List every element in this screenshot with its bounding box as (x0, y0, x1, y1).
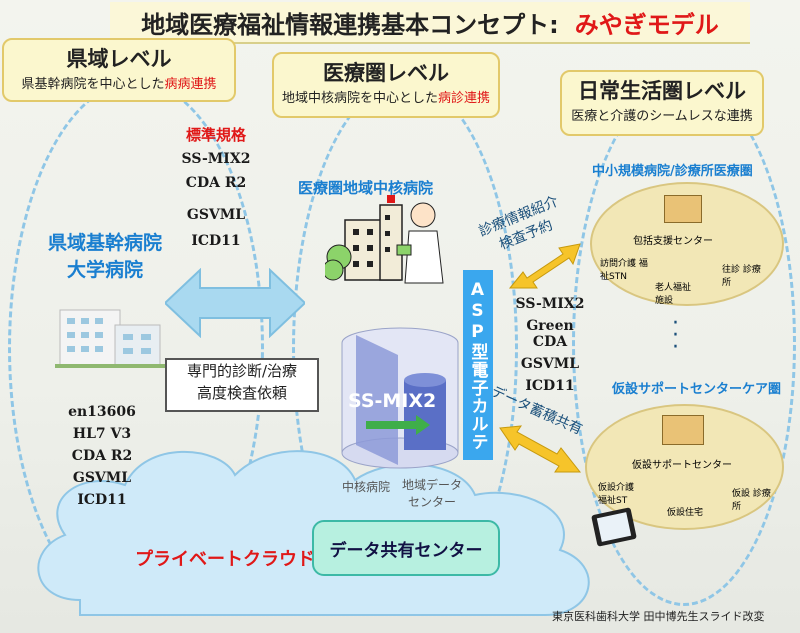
circle2-bottom: 仮設住宅 (667, 508, 704, 518)
standard-item: HL7 V3 (72, 426, 132, 442)
specialist-line1: 専門的診断/治療 (186, 362, 298, 380)
double-arrow-left (165, 268, 305, 338)
title-accent: みやぎモデル (574, 10, 719, 39)
small-clinic-area-label: 中小規模病院/診療所医療圏 (592, 164, 753, 179)
standard-item: CDA R2 (71, 448, 133, 464)
data-sharing-arrow (499, 425, 582, 473)
prefecture-hospital-label: 県域基幹病院 大学病院 (30, 228, 180, 282)
prefecture-hospital-line2: 大学病院 (66, 259, 143, 281)
level-heading: 医療圏レベル (323, 61, 449, 85)
tablet-icon (591, 507, 637, 547)
level-heading: 県域レベル (66, 47, 172, 71)
private-cloud-label: プライベートクラウド (135, 549, 315, 570)
level-box-daily-life: 日常生活圏レベル 医療と介護のシームレスな連携 (560, 70, 764, 136)
ssmix-database (341, 327, 459, 469)
standard-item: GSVML (72, 470, 132, 486)
level-sub-red: 病病連携 (164, 77, 217, 92)
level-sub: 県基幹病院を中心とした (21, 77, 165, 92)
standard-item: ICD11 (525, 378, 575, 394)
standard-item: CDA R2 (185, 175, 247, 191)
regional-core-hospital-label: 医療圏地域中核病院 (298, 179, 434, 197)
temp-support-area-label: 仮設サポートセンターケア圏 (612, 382, 782, 397)
referral-arrow (508, 243, 581, 289)
standards-top: 標準規格 SS-MIX2 CDA R2 GSVML ICD11 (176, 124, 256, 249)
ssmix-label: SS-MIX2 (348, 390, 437, 412)
ellipsis-dots: ··· (672, 311, 679, 360)
standards-title: 標準規格 (185, 126, 246, 144)
circle2-right: 仮設 診療所 (732, 489, 771, 512)
circle1-right: 往診 診療所 (722, 265, 761, 288)
standard-item: ICD11 (77, 492, 127, 508)
circle2-center: 仮設サポートセンター (632, 460, 732, 471)
title-main: 地域医療福祉情報連携基本コンセプト: (141, 10, 559, 39)
standard-item: GSVML (520, 356, 580, 372)
slide-credit: 東京医科歯科大学 田中博先生スライド改変 (552, 610, 765, 623)
level-box-medical-area: 医療圏レベル 地域中核病院を中心とした病診連携 (272, 52, 500, 118)
circle1-left: 訪問介護 福祉STN (600, 259, 648, 282)
level-sub-red: 病診連携 (438, 91, 491, 106)
standard-item: SS-MIX2 (181, 151, 251, 167)
specialist-box: 専門的診断/治療 高度検査依頼 (165, 358, 319, 412)
standard-item: GSVML (186, 207, 246, 223)
level-heading: 日常生活圏レベル (578, 79, 746, 103)
standards-right: SS-MIX2 Green CDA GSVML ICD11 (510, 296, 590, 394)
core-hospital-illustration (325, 195, 444, 284)
prefecture-hospital-building (55, 309, 165, 368)
level-box-prefecture: 県域レベル 県基幹病院を中心とした病病連携 (2, 38, 236, 102)
standard-item: SS-MIX2 (515, 296, 585, 312)
circle1-center-building (664, 195, 702, 223)
level-sub: 地域中核病院を中心とした (281, 91, 438, 106)
data-center-box: データ共有センター (312, 520, 500, 576)
core-hospital-small: 中核病院 (342, 480, 391, 494)
level-sub-red: 医療と介護のシームレスな連携 (571, 109, 753, 124)
standard-item: ICD11 (191, 233, 241, 249)
circle1-bottom: 老人福祉 施設 (655, 283, 692, 306)
standard-item: en13606 (68, 404, 136, 420)
standards-left: en13606 HL7 V3 CDA R2 GSVML ICD11 (62, 404, 142, 508)
standard-item: Green CDA (526, 318, 574, 350)
prefecture-hospital-line1: 県域基幹病院 (47, 232, 162, 254)
specialist-line2: 高度検査依頼 (196, 384, 287, 402)
regional-data-center: 地域データ センター (402, 476, 462, 510)
regional-data-line1: 地域データ (402, 478, 463, 492)
regional-data-line2: センター (408, 495, 457, 509)
asp-ehr-bar: ASP型電子カルテ (463, 270, 493, 460)
circle2-center-building (662, 415, 704, 445)
slide-title: 地域医療福祉情報連携基本コンセプト: みやぎモデル (110, 2, 750, 44)
circle1-center: 包括支援センター (633, 236, 713, 247)
circle2-left: 仮設介護 福祉ST (598, 483, 635, 506)
